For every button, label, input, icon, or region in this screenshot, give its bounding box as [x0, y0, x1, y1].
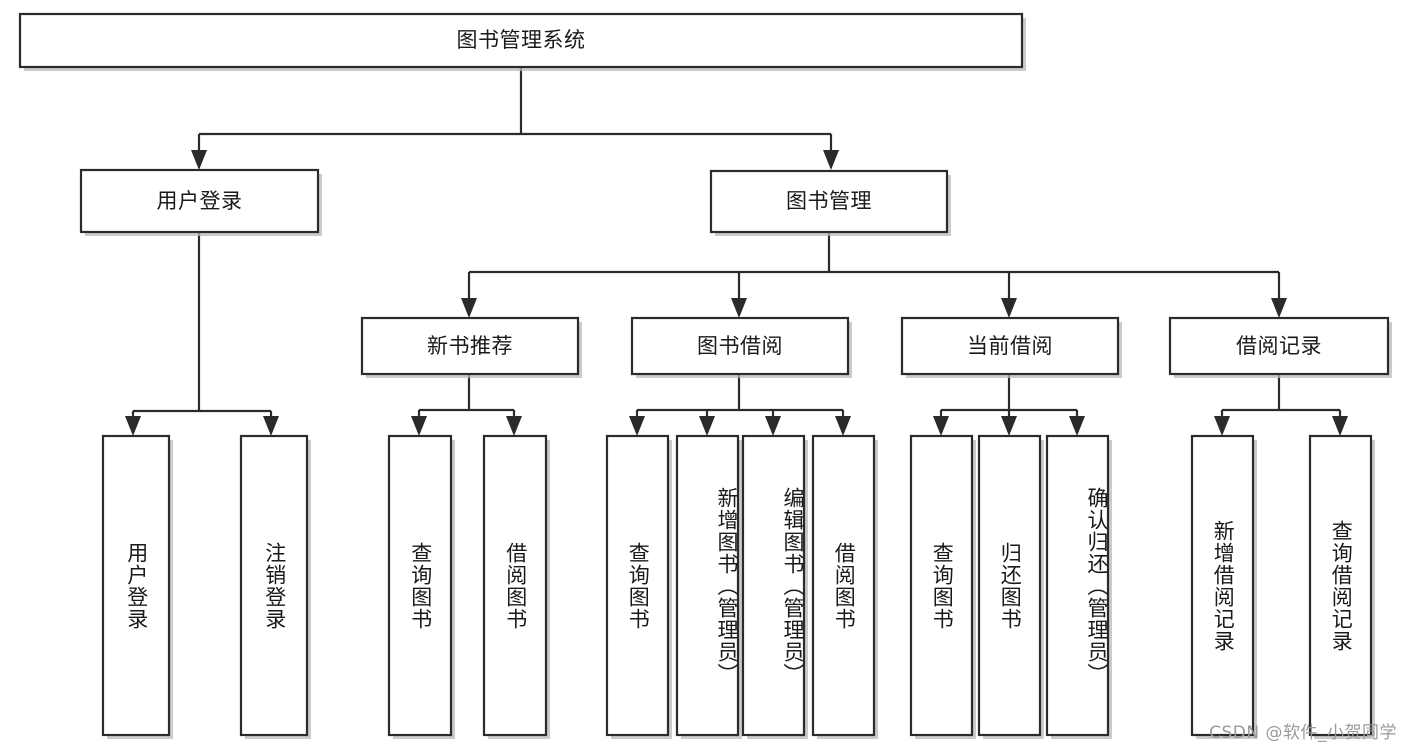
node-box-leaf-logout[interactable] — [239, 434, 309, 737]
node-box-leaf-edit-book[interactable] — [741, 434, 806, 737]
node-box-user-login[interactable] — [79, 168, 320, 234]
arrow-head-leaf-query-book-3 — [933, 416, 949, 436]
node-box-leaf-query-record[interactable] — [1308, 434, 1373, 737]
connector-group-book-management — [461, 232, 1287, 318]
arrow-head-leaf-query-book-2 — [629, 416, 645, 436]
node-box-root[interactable] — [18, 12, 1024, 69]
node-box-leaf-confirm-return[interactable] — [1045, 434, 1110, 737]
arrow-head-leaf-query-book-1 — [411, 416, 427, 436]
arrow-head-leaf-logout — [263, 416, 279, 436]
arrow-head-leaf-borrow-book-1 — [506, 416, 522, 436]
node-leaf-add-record[interactable] — [1192, 436, 1253, 735]
node-leaf-query-book-1[interactable] — [389, 436, 451, 735]
node-box-borrow-record[interactable] — [1168, 316, 1390, 376]
arrow-head-borrow-record — [1271, 298, 1287, 318]
csdn-watermark: CSDN @软件_小贺同学 — [1209, 723, 1397, 743]
arrow-head-book-borrow — [731, 298, 747, 318]
arrow-head-leaf-query-record — [1332, 416, 1348, 436]
node-box-leaf-query-book-3[interactable] — [909, 434, 974, 737]
arrow-head-leaf-return-book — [1001, 416, 1017, 436]
node-box-leaf-borrow-book-1[interactable] — [482, 434, 548, 737]
connector-group-user-login — [125, 232, 279, 436]
connector-group-root — [191, 67, 839, 170]
node-book-borrow[interactable] — [632, 318, 848, 374]
node-box-leaf-add-record[interactable] — [1190, 434, 1255, 737]
node-leaf-borrow-book-2[interactable] — [813, 436, 874, 735]
node-box-current-borrow[interactable] — [900, 316, 1120, 376]
node-new-book-recommend[interactable] — [362, 318, 578, 374]
arrow-head-leaf-add-book — [699, 416, 715, 436]
arrow-head-leaf-borrow-book-2 — [835, 416, 851, 436]
connector-group-current-borrow — [933, 374, 1085, 436]
node-user-login[interactable] — [81, 170, 318, 232]
node-leaf-add-book[interactable] — [677, 436, 738, 735]
node-leaf-borrow-book-1[interactable] — [484, 436, 546, 735]
connector-group-borrow-record — [1214, 374, 1348, 436]
node-leaf-edit-book[interactable] — [743, 436, 804, 735]
arrow-head-leaf-edit-book — [765, 416, 781, 436]
connector-group-book-borrow — [629, 374, 851, 436]
arrow-head-leaf-user-login — [125, 416, 141, 436]
node-borrow-record[interactable] — [1170, 318, 1388, 374]
node-box-leaf-add-book[interactable] — [675, 434, 740, 737]
arrow-head-current-borrow — [1001, 298, 1017, 318]
arrow-head-leaf-add-record — [1214, 416, 1230, 436]
node-book-management[interactable] — [711, 171, 947, 232]
node-box-leaf-borrow-book-2[interactable] — [811, 434, 876, 737]
node-root[interactable] — [20, 14, 1022, 67]
node-leaf-query-book-2[interactable] — [607, 436, 668, 735]
node-leaf-confirm-return[interactable] — [1047, 436, 1108, 735]
node-box-new-book-recommend[interactable] — [360, 316, 580, 376]
node-leaf-return-book[interactable] — [979, 436, 1040, 735]
arrow-head-user-login — [191, 150, 207, 170]
node-box-leaf-user-login[interactable] — [101, 434, 171, 737]
node-box-leaf-query-book-2[interactable] — [605, 434, 670, 737]
node-leaf-query-book-3[interactable] — [911, 436, 972, 735]
node-box-book-management[interactable] — [709, 169, 949, 234]
node-leaf-user-login[interactable] — [103, 436, 169, 735]
node-leaf-query-record[interactable] — [1310, 436, 1371, 735]
arrow-head-new-book-recommend — [461, 298, 477, 318]
node-box-book-borrow[interactable] — [630, 316, 850, 376]
arrow-head-book-management — [823, 150, 839, 170]
node-current-borrow[interactable] — [902, 318, 1118, 374]
arrow-head-leaf-confirm-return — [1069, 416, 1085, 436]
node-box-leaf-query-book-1[interactable] — [387, 434, 453, 737]
connector-group-new-book-recommend — [411, 374, 522, 436]
node-leaf-logout[interactable] — [241, 436, 307, 735]
node-box-leaf-return-book[interactable] — [977, 434, 1042, 737]
